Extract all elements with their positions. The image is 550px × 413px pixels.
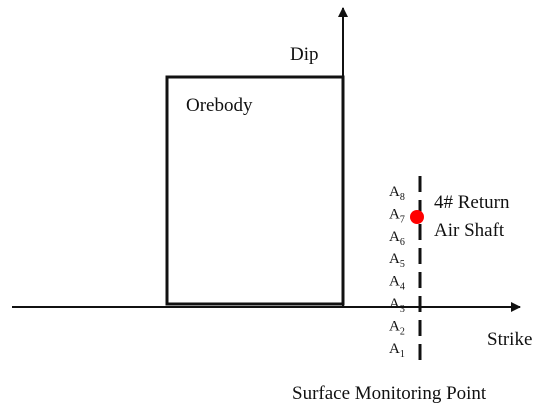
- orebody-label: Orebody: [186, 95, 253, 116]
- shaft-label-line1: 4# Return: [434, 192, 510, 213]
- monitoring-point-label: A2: [389, 318, 405, 337]
- strike-axis-label: Strike: [487, 329, 532, 350]
- monitoring-point-label: A1: [389, 341, 405, 360]
- shaft-label-line2: Air Shaft: [434, 220, 505, 241]
- monitoring-point-label: A8: [389, 184, 405, 203]
- monitoring-point-label: A7: [389, 206, 405, 225]
- orebody-rectangle: [165, 75, 345, 306]
- dip-axis-label: Dip: [290, 44, 319, 65]
- monitoring-caption: Surface Monitoring Point: [292, 383, 487, 404]
- monitoring-point-label: A5: [389, 251, 405, 270]
- return-air-shaft-marker: [410, 210, 424, 224]
- monitoring-point-label: A6: [389, 229, 405, 248]
- monitoring-point-label: A4: [389, 274, 405, 293]
- monitoring-point-label: A3: [389, 296, 405, 315]
